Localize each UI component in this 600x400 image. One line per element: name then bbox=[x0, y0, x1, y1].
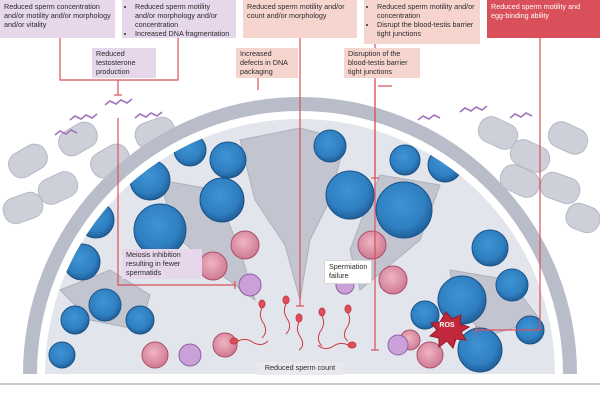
germ-cell bbox=[410, 300, 440, 330]
sperm-head bbox=[347, 341, 357, 349]
effect-box-egg-binding: Reduced sperm motility and egg-binding a… bbox=[487, 0, 600, 38]
effect-text: Reduced sperm motility and egg-binding a… bbox=[491, 2, 581, 20]
germ-cell bbox=[48, 341, 76, 369]
spermatid bbox=[141, 341, 169, 369]
label-btb-disruption: Disruption of the blood-testis barrier t… bbox=[344, 48, 420, 79]
ros-burst-icon bbox=[428, 311, 471, 349]
label-spermiation-failure: Spermiation failure bbox=[324, 260, 372, 284]
sperm-head bbox=[295, 313, 303, 323]
connector bbox=[59, 38, 179, 81]
sperm-tail bbox=[296, 321, 304, 351]
label-text: Reduced testosterone production bbox=[96, 49, 136, 76]
germ-cell bbox=[125, 305, 155, 335]
label-text: ROS bbox=[439, 322, 455, 329]
spermatid bbox=[212, 332, 238, 358]
sperm-tail bbox=[259, 307, 267, 339]
molecule-icon bbox=[417, 114, 441, 121]
label-text: Disruption of the blood-testis barrier t… bbox=[348, 49, 408, 76]
molecule-icon bbox=[459, 105, 488, 113]
effect-item: Reduced sperm motility and/or concentrat… bbox=[377, 2, 476, 20]
effect-box-btb: Reduced sperm motility and/or concentrat… bbox=[364, 0, 480, 44]
effect-box-sperm-concentration: Reduced sperm concentration and/or motil… bbox=[0, 0, 115, 38]
germ-cell bbox=[199, 177, 245, 223]
round-spermatid bbox=[387, 334, 409, 356]
germ-cell bbox=[389, 144, 421, 176]
testosterone-molecules bbox=[54, 98, 533, 136]
molecule-icon bbox=[104, 98, 133, 106]
spermatozoa bbox=[229, 295, 357, 351]
germ-cell bbox=[60, 305, 90, 335]
leydig-cell bbox=[539, 171, 581, 205]
spermatid bbox=[378, 265, 408, 295]
sperm-head bbox=[282, 295, 290, 305]
leydig-cell bbox=[58, 121, 98, 157]
sperm-tail bbox=[237, 338, 269, 346]
molecule-icon bbox=[54, 129, 78, 136]
effect-text: Reduced sperm concentration and/or motil… bbox=[4, 2, 111, 29]
germ-cell bbox=[209, 141, 247, 179]
label-text: Spermiation failure bbox=[329, 262, 368, 280]
effect-list: Reduced sperm motility and/or morphology… bbox=[126, 2, 232, 38]
germ-cell bbox=[495, 268, 529, 302]
germ-cell bbox=[325, 170, 375, 220]
leydig-cell bbox=[2, 191, 44, 225]
molecule-icon bbox=[134, 111, 163, 119]
germ-cell bbox=[457, 327, 503, 373]
sperm-tail bbox=[317, 342, 349, 350]
germ-cell bbox=[88, 288, 122, 322]
sperm-head bbox=[258, 299, 266, 309]
sperm-tail bbox=[343, 312, 351, 342]
spermatid bbox=[198, 251, 228, 281]
leydig-cell bbox=[8, 143, 48, 179]
leydig-cell bbox=[547, 121, 589, 155]
label-text: Meiosis inhibition resulting in fewer sp… bbox=[126, 250, 181, 277]
leydig-cell bbox=[499, 164, 541, 198]
label-ros: ROS bbox=[433, 322, 461, 331]
effect-box-dna-fragmentation: Reduced sperm motility and/or morphology… bbox=[122, 0, 236, 38]
label-meiosis-inhibition: Meiosis inhibition resulting in fewer sp… bbox=[122, 249, 202, 280]
effect-item: Reduced sperm motility and/or morphology… bbox=[135, 2, 232, 29]
germ-cell bbox=[375, 181, 433, 239]
sperm-head bbox=[344, 304, 352, 314]
sperm-tail bbox=[317, 315, 325, 347]
germ-cell bbox=[437, 275, 487, 325]
effect-text: Reduced sperm motility and/or count and/… bbox=[247, 2, 345, 20]
label-reduced-sperm-count: Reduced sperm count bbox=[257, 362, 343, 375]
leydig-cell bbox=[565, 202, 600, 234]
label-text: Reduced sperm count bbox=[264, 363, 336, 372]
germ-cell bbox=[471, 229, 509, 267]
label-testosterone: Reduced testosterone production bbox=[92, 48, 156, 79]
sperm-head bbox=[229, 337, 239, 345]
spermatid bbox=[357, 230, 387, 260]
round-spermatid bbox=[238, 273, 262, 297]
round-spermatid bbox=[178, 343, 202, 367]
connector bbox=[117, 118, 235, 286]
molecule-icon bbox=[69, 113, 98, 121]
spermatid bbox=[230, 230, 260, 260]
connector bbox=[476, 38, 541, 331]
sperm-head bbox=[318, 307, 326, 317]
spermatid bbox=[416, 341, 444, 369]
sertoli-cell bbox=[239, 127, 346, 301]
germ-cell bbox=[313, 129, 347, 163]
effect-item: Increased DNA fragmentation bbox=[135, 29, 232, 38]
connector-lines bbox=[59, 38, 541, 351]
effect-item: Disrupt the blood-testis barrier tight j… bbox=[377, 20, 476, 38]
effect-list: Reduced sperm motility and/or concentrat… bbox=[368, 2, 476, 38]
germ-cell bbox=[63, 243, 101, 281]
molecule-icon bbox=[509, 112, 533, 119]
label-dna-packaging: Increased defects in DNA packaging bbox=[236, 48, 298, 79]
sperm-tail bbox=[283, 303, 291, 335]
label-text: Increased defects in DNA packaging bbox=[240, 49, 288, 76]
effect-box-sperm-count: Reduced sperm motility and/or count and/… bbox=[243, 0, 357, 38]
